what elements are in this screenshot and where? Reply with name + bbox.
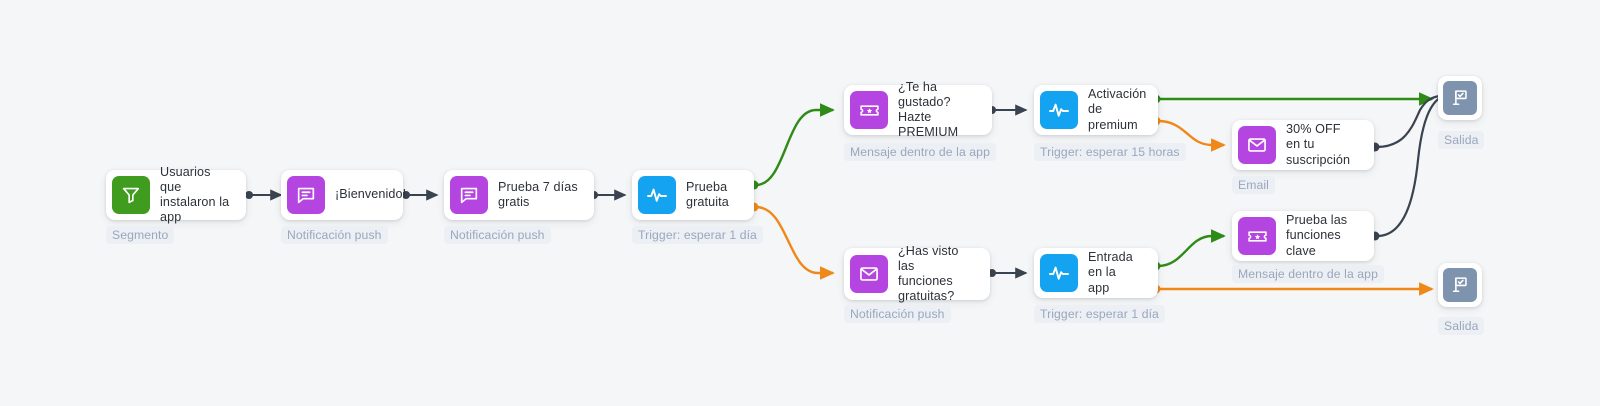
edge-activacion-no-to-descuento [1151, 116, 1226, 152]
ticket-star-icon [850, 91, 888, 129]
flag-checkered-icon [1443, 81, 1477, 115]
edge-entrada-no-to-salida-bottom [1151, 282, 1434, 296]
node-title: 30% OFF en tu suscripción [1286, 122, 1351, 167]
edge-segmento-to-bienvenido [245, 189, 283, 201]
node-prueba-gratuita[interactable]: Prueba gratuita [632, 170, 754, 220]
edge-activacion-yes-to-salida-top [1151, 92, 1434, 106]
node-title: Prueba gratuita [686, 179, 729, 209]
node-salida-bottom[interactable] [1438, 263, 1482, 307]
node-prueba-7-dias[interactable]: Prueba 7 días gratis [444, 170, 594, 220]
node-descuento-30[interactable]: 30% OFF en tu suscripción [1232, 120, 1374, 170]
caption-prueba-7-dias: Notificación push [444, 226, 551, 244]
node-title: ¡Bienvenido! [335, 187, 407, 202]
node-segmento[interactable]: Usuarios que instalaron la app [106, 165, 246, 224]
node-salida-top[interactable] [1438, 76, 1482, 120]
edge-prueba7-to-pruebagratuita [590, 189, 627, 201]
node-title: Activación de premium [1088, 87, 1147, 132]
envelope-icon [1238, 126, 1276, 164]
pulse-activity-icon [638, 176, 676, 214]
flag-checkered-icon [1443, 268, 1477, 302]
node-title: Entrada en la app [1088, 250, 1133, 295]
node-activacion-premium[interactable]: Activación de premium [1034, 85, 1158, 135]
edge-entrada-yes-to-clave [1151, 229, 1226, 271]
edge-descuento-to-salida-top [1370, 94, 1441, 152]
node-title: Prueba las funciones clave [1286, 213, 1348, 258]
edge-pruebagratuita-yes-to-gustado [749, 103, 835, 190]
edge-gustado-to-activacion [988, 104, 1028, 116]
caption-te-ha-gustado: Mensaje dentro de la app [844, 143, 996, 161]
edge-hasvisto-to-entrada [988, 267, 1028, 279]
envelope-icon [850, 255, 888, 293]
funnel-icon [112, 176, 150, 214]
caption-has-visto-funciones: Notificación push [844, 305, 951, 323]
node-title: ¿Te ha gustado? Hazte PREMIUM [898, 79, 959, 140]
caption-segmento: Segmento [106, 226, 175, 244]
node-title: Usuarios que instalaron la app [160, 164, 230, 225]
ticket-star-icon [1238, 217, 1276, 255]
node-prueba-funciones-clave[interactable]: Prueba las funciones clave [1232, 211, 1374, 261]
pulse-activity-icon [1040, 91, 1078, 129]
node-te-ha-gustado[interactable]: ¿Te ha gustado? Hazte PREMIUM [844, 80, 992, 139]
caption-prueba-funciones-clave: Mensaje dentro de la app [1232, 265, 1384, 283]
edge-clave-to-salida-top [1370, 95, 1444, 241]
chat-message-icon [450, 176, 488, 214]
caption-entrada-app: Trigger: esperar 1 día [1034, 305, 1165, 323]
caption-salida-top: Salida [1438, 131, 1485, 149]
pulse-activity-icon [1040, 254, 1078, 292]
caption-descuento-30: Email [1232, 176, 1275, 194]
chat-message-icon [287, 176, 325, 214]
node-title: Prueba 7 días gratis [498, 179, 578, 209]
caption-prueba-gratuita: Trigger: esperar 1 día [632, 226, 763, 244]
edge-bienvenido-to-prueba7 [402, 189, 439, 201]
caption-salida-bottom: Salida [1438, 317, 1485, 335]
node-title: ¿Has visto las funciones gratuitas? [898, 243, 959, 304]
caption-activacion-premium: Trigger: esperar 15 horas [1034, 143, 1186, 161]
node-entrada-app[interactable]: Entrada en la app [1034, 248, 1158, 298]
caption-bienvenido: Notificación push [281, 226, 388, 244]
node-has-visto-funciones[interactable]: ¿Has visto las funciones gratuitas? [844, 244, 990, 303]
node-bienvenido[interactable]: ¡Bienvenido! [281, 170, 407, 220]
